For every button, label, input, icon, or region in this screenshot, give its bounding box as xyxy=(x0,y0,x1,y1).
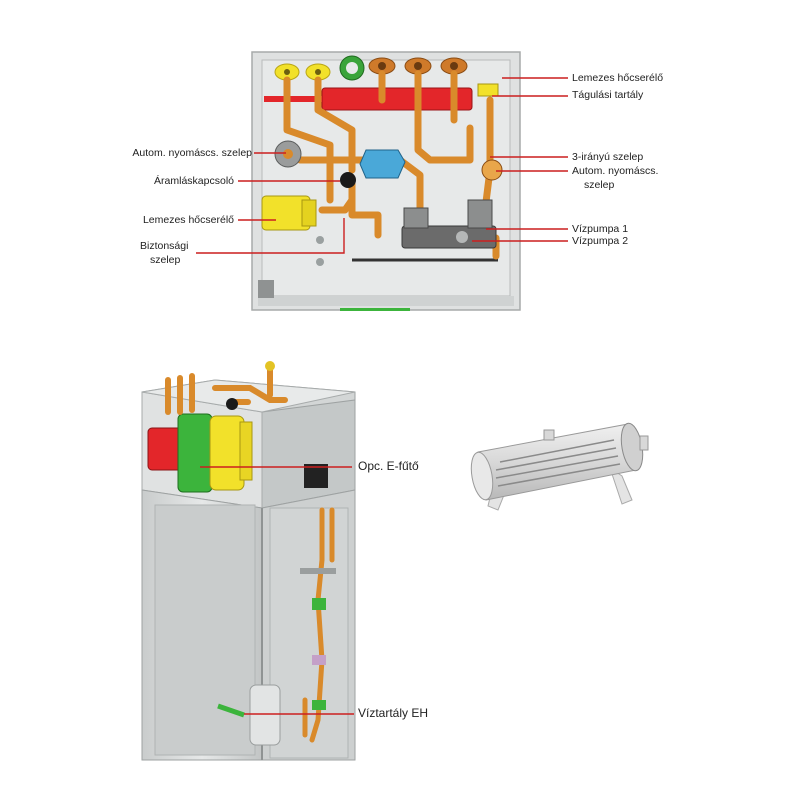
heater-coils xyxy=(495,439,621,487)
tank-heater-element xyxy=(217,703,245,718)
base-green-strip xyxy=(340,308,410,311)
label-pump-1: Vízpumpa 1 xyxy=(572,223,629,235)
expansion-tank xyxy=(321,87,473,111)
red-component xyxy=(147,427,183,471)
leader-safety-valve xyxy=(196,218,345,254)
tank-pipes xyxy=(302,507,335,743)
label-expansion-tank: Tágulási tartály xyxy=(572,89,644,101)
top-hydraulic-module xyxy=(251,51,521,311)
top-leader-lines xyxy=(196,77,568,254)
label-flow-switch: Áramláskapcsoló xyxy=(154,175,234,187)
label-tank-heater: Víztartály EH xyxy=(358,706,429,720)
plate-hex-right-fitting xyxy=(477,83,499,97)
bottom-indoor-unit xyxy=(141,361,356,761)
water-pumps xyxy=(401,225,497,249)
optional-heater-port xyxy=(304,464,328,488)
cabinet-top-right-face xyxy=(261,399,356,509)
pump-2-housing xyxy=(467,199,493,229)
bottom-leader-lines xyxy=(200,466,354,715)
label-air-valve-left: Autom. nyomáscs. szelep xyxy=(132,147,252,159)
pump-1-housing xyxy=(403,207,429,229)
tank-side-panel xyxy=(269,507,349,759)
label-plate-hex-right: Lemezes hőcserélő xyxy=(572,72,664,84)
top-box-valve xyxy=(226,398,238,410)
label-air-valve-right-line1: Autom. nyomáscs. xyxy=(572,165,659,177)
label-three-way-valve: 3-irányú szelep xyxy=(572,151,644,163)
mount-bracket xyxy=(258,280,274,298)
label-safety-valve-line2: szelep xyxy=(150,254,181,266)
label-plate-hex-left: Lemezes hőcserélő xyxy=(142,214,234,226)
blue-valve-body xyxy=(359,149,406,179)
tank-heater-flange xyxy=(249,684,281,746)
label-safety-valve-line1: Biztonsági xyxy=(140,240,189,252)
label-optional-heater: Opc. E-fűtő xyxy=(358,459,419,473)
label-pump-2: Vízpumpa 2 xyxy=(572,235,629,247)
tank-cavity xyxy=(154,504,256,756)
label-air-valve-right-line2: szelep xyxy=(584,179,615,191)
electric-heater-illustration xyxy=(470,422,649,511)
expansion-tank-strip xyxy=(264,96,322,102)
green-component xyxy=(177,413,213,493)
flow-switch xyxy=(340,172,356,188)
air-valve-right xyxy=(481,159,503,181)
module-base xyxy=(258,296,514,306)
yellow-component xyxy=(209,415,245,491)
